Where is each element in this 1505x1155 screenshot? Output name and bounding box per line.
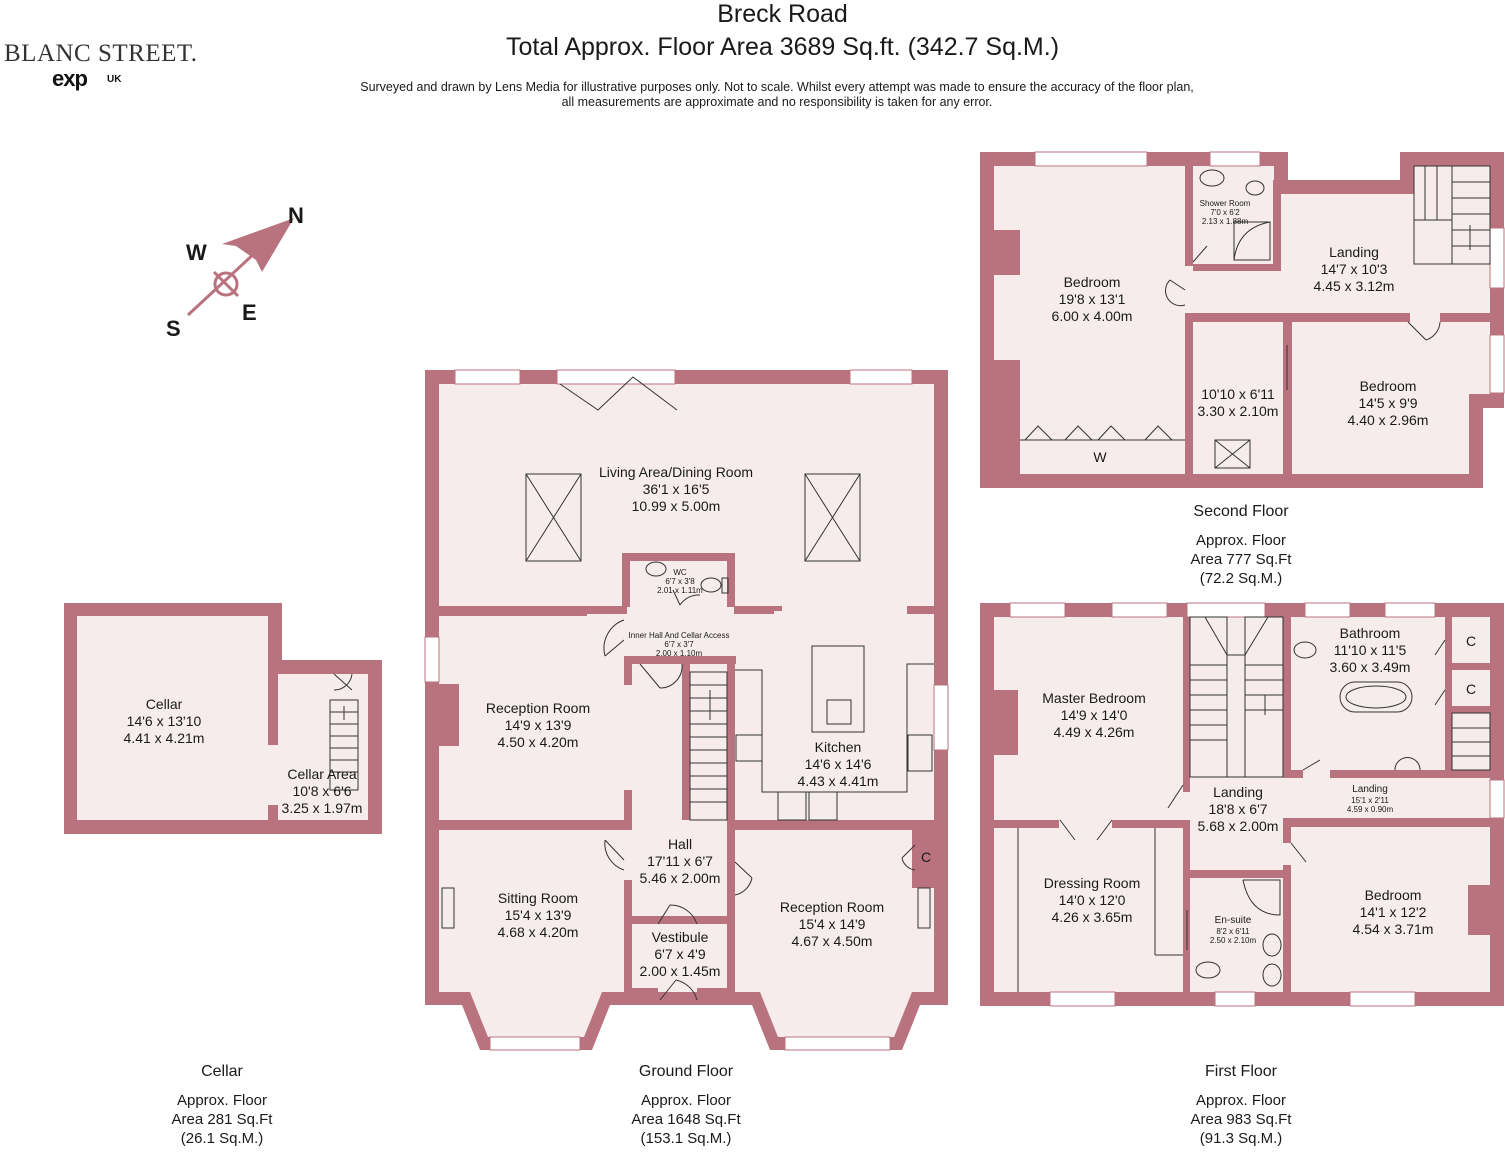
cupboard-first-1: C	[1465, 633, 1477, 649]
second-floor-plan	[980, 151, 1505, 488]
cupboard-first-2: C	[1465, 681, 1477, 697]
floor-caption-second: Second Floor Approx. Floor Area 777 Sq.F…	[1190, 503, 1292, 587]
partner-logo: exp	[52, 66, 88, 91]
cupboard-ground: C	[920, 849, 932, 865]
plan-title: Breck Road	[717, 0, 848, 28]
floor-caption-first: First Floor Approx. Floor Area 983 Sq.Ft…	[1190, 1063, 1292, 1147]
cellar-plan	[64, 603, 382, 834]
compass-icon	[186, 218, 294, 317]
partner-region: UK	[107, 74, 122, 85]
compass-north: N	[288, 203, 304, 228]
disclaimer: Surveyed and drawn by Lens Media for ill…	[300, 80, 1254, 110]
floor-caption-cellar: Cellar Approx. Floor Area 281 Sq.Ft (26.…	[171, 1063, 273, 1147]
disclaimer-line-1: Surveyed and drawn by Lens Media for ill…	[360, 80, 1194, 94]
compass-east: E	[242, 300, 257, 325]
compass-south: S	[166, 316, 181, 341]
floor-caption-ground: Ground Floor Approx. Floor Area 1648 Sq.…	[631, 1063, 741, 1147]
brand-logo: BLANC STREET.	[4, 40, 198, 67]
ground-floor-plan	[424, 369, 949, 1051]
compass-west: W	[186, 240, 207, 265]
disclaimer-line-2: all measurements are approximate and no …	[561, 95, 993, 109]
wardrobe-label: W	[1093, 449, 1107, 465]
first-floor-plan	[980, 602, 1505, 1007]
total-area: Total Approx. Floor Area 3689 Sq.ft. (34…	[505, 33, 1060, 61]
